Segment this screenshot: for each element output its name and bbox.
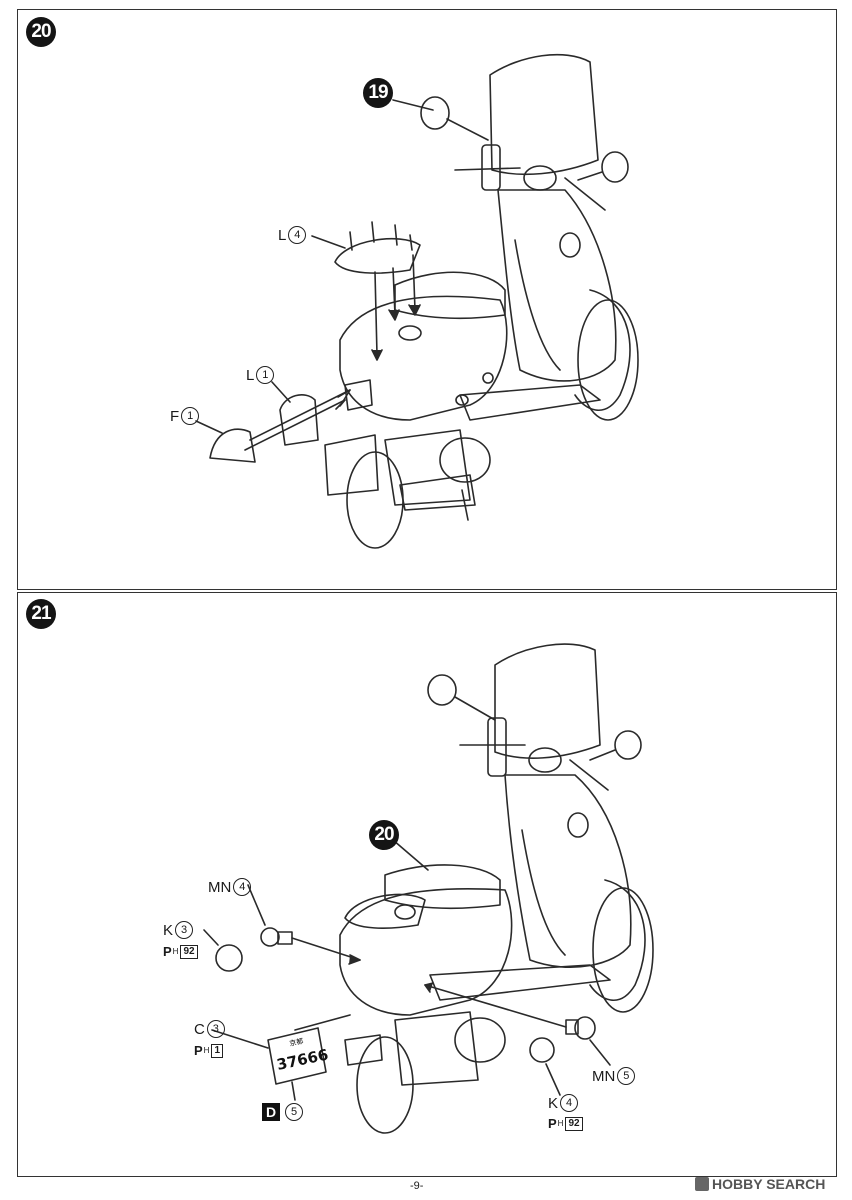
ph-label: P — [194, 1043, 203, 1058]
part-letter: MN — [592, 1067, 616, 1085]
svg-text:京都: 京都 — [289, 1036, 305, 1048]
part-number: 4 — [233, 878, 252, 896]
ref-step-20-badge: 20 — [369, 820, 399, 850]
part-number: 5 — [285, 1103, 303, 1121]
watermark: HOBBY SEARCH — [695, 1176, 825, 1192]
part-number: 1 — [181, 407, 200, 425]
step-20-panel — [17, 9, 837, 590]
ph-label: P — [163, 944, 172, 959]
part-letter: MN — [208, 878, 232, 896]
part-number: 3 — [175, 921, 194, 939]
callout-MN4: MN 4 — [208, 878, 252, 896]
watermark-text: HOBBY SEARCH — [712, 1176, 826, 1192]
hobby-search-logo-icon — [695, 1177, 709, 1191]
part-letter: L — [278, 226, 287, 244]
step-20-badge: 20 — [26, 17, 56, 47]
callout-L1: L 1 — [246, 366, 275, 384]
part-number: 1 — [256, 366, 275, 384]
part-number: 3 — [206, 1020, 225, 1038]
ph-number: 1 — [211, 1043, 224, 1058]
ref-step-19-badge: 19 — [363, 78, 393, 108]
ph-sub: H — [172, 947, 179, 956]
decal-sheet-letter: D — [262, 1103, 280, 1121]
part-letter: K — [548, 1094, 559, 1112]
part-letter: C — [194, 1020, 205, 1038]
ph-sub: H — [557, 1119, 564, 1128]
page-number: -9- — [410, 1180, 424, 1192]
callout-MN5: MN 5 — [592, 1067, 636, 1085]
part-number: 4 — [288, 226, 307, 244]
callout-L4: L 4 — [278, 226, 307, 244]
ph-number: 92 — [180, 944, 198, 959]
part-number: 5 — [617, 1067, 636, 1085]
callout-K4: K 4 — [548, 1094, 579, 1112]
ph-sub: H — [203, 1046, 210, 1055]
step-21-badge: 21 — [26, 599, 56, 629]
part-number: 4 — [560, 1094, 579, 1112]
part-letter: K — [163, 921, 174, 939]
callout-C3: C 3 — [194, 1020, 225, 1038]
part-letter: L — [246, 366, 255, 384]
ph-label: P — [548, 1116, 557, 1131]
callout-D5: D 5 — [262, 1103, 303, 1121]
step-21-panel — [17, 592, 837, 1177]
callout-K3: K 3 — [163, 921, 194, 939]
callout-F1: F 1 — [170, 407, 200, 425]
ph-number: 92 — [565, 1116, 583, 1131]
part-letter: F — [170, 407, 180, 425]
